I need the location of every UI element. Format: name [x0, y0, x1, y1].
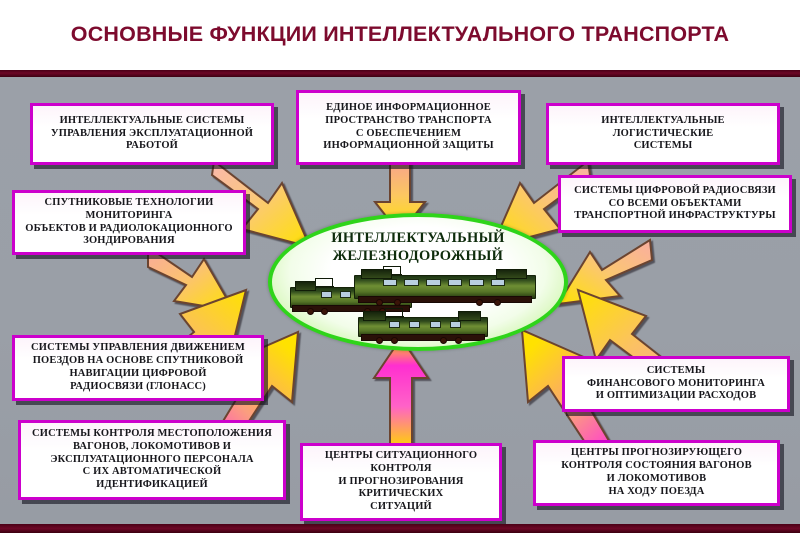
box-line: ПОЕЗДОВ НА ОСНОВЕ СПУТНИКОВОЙ [32, 355, 244, 367]
box-operational-management-systems[interactable]: ИНТЕЛЛЕКТУАЛЬНЫЕ СИСТЕМЫ УПРАВЛЕНИЯ ЭКСП… [30, 103, 274, 165]
box-line: ПРОСТРАНСТВО ТРАНСПОРТА [325, 114, 492, 126]
center-label-line-1: ИНТЕЛЛЕКТУАЛЬНЫЙ [331, 230, 505, 246]
box-unified-information-space[interactable]: ЕДИНОЕ ИНФОРМАЦИОННОЕ ПРОСТРАНСТВО ТРАНС… [296, 90, 521, 165]
box-train-traffic-control-systems[interactable]: СИСТЕМЫ УПРАВЛЕНИЯ ДВИЖЕНИЕМ ПОЕЗДОВ НА … [12, 335, 264, 401]
box-text: СИСТЕМЫ КОНТРОЛЯ МЕСТОПОЛОЖЕНИЯ ВАГОНОВ,… [32, 428, 272, 492]
box-text: ЦЕНТРЫ ПРОГНОЗИРУЮЩЕГО КОНТРОЛЯ СОСТОЯНИ… [561, 447, 752, 498]
box-line: ТРАНСПОРТНОЙ ИНФРАСТРУКТУРЫ [574, 210, 776, 222]
box-line: С ОБЕСПЕЧЕНИЕМ [355, 127, 462, 139]
box-text: СПУТНИКОВЫЕ ТЕХНОЛОГИИ МОНИТОРИНГА ОБЪЕК… [25, 197, 232, 248]
header-band: ОСНОВНЫЕ ФУНКЦИИ ИНТЕЛЛЕКТУАЛЬНОГО ТРАНС… [0, 0, 800, 72]
box-line: УПРАВЛЕНИЯ ЭКСПЛУАТАЦИОННОЙ [50, 127, 254, 139]
box-line: ЛОГИСТИЧЕСКИЕ [612, 127, 714, 139]
bottom-divider [0, 524, 800, 533]
box-line: МОНИТОРИНГА [85, 209, 173, 221]
box-line: РАБОТОЙ [126, 140, 178, 152]
box-digital-radio-communication-systems[interactable]: СИСТЕМЫ ЦИФРОВОЙ РАДИОСВЯЗИ СО ВСЕМИ ОБЪ… [558, 175, 792, 233]
box-line: ВАГОНОВ, ЛОКОМОТИВОВ И [72, 440, 232, 452]
box-line: ИНТЕЛЛЕКТУАЛЬНЫЕ СИСТЕМЫ [59, 114, 245, 126]
box-line: СИСТЕМЫ УПРАВЛЕНИЯ ДВИЖЕНИЕМ [31, 342, 245, 354]
box-line: СИСТЕМЫ [633, 140, 693, 152]
box-line: ЕДИНОЕ ИНФОРМАЦИОННОЕ [326, 101, 491, 113]
box-line: ЭКСПЛУАТАЦИОННОГО ПЕРСОНАЛА [50, 453, 254, 465]
center-label-line-2: ЖЕЛЕЗНОДОРОЖНЫЙ [332, 248, 504, 265]
box-line: И ОПТИМИЗАЦИИ РАСХОДОВ [595, 390, 757, 402]
title-divider [0, 70, 800, 77]
box-line: СИСТЕМЫ ЦИФРОВОЙ РАДИОСВЯЗИ [574, 184, 776, 196]
box-intelligent-logistics-systems[interactable]: ИНТЕЛЛЕКТУАЛЬНЫЕ ЛОГИСТИЧЕСКИЕ СИСТЕМЫ [546, 103, 780, 165]
box-line: И ЛОКОМОТИВОВ [606, 473, 707, 484]
box-line: НА ХОДУ ПОЕЗДА [608, 485, 705, 497]
box-line: ИНФОРМАЦИОННОЙ ЗАЩИТЫ [323, 140, 494, 152]
box-line: ИДЕНТИФИКАЦИЕЙ [96, 479, 208, 491]
locomotive-icon-bottom [358, 309, 488, 344]
page-title: ОСНОВНЫЕ ФУНКЦИИ ИНТЕЛЛЕКТУАЛЬНОГО ТРАНС… [70, 22, 730, 46]
box-satellite-monitoring-technologies[interactable]: СПУТНИКОВЫЕ ТЕХНОЛОГИИ МОНИТОРИНГА ОБЪЕК… [12, 190, 246, 255]
box-text: СИСТЕМЫ УПРАВЛЕНИЯ ДВИЖЕНИЕМ ПОЕЗДОВ НА … [31, 342, 245, 393]
box-location-control-systems[interactable]: СИСТЕМЫ КОНТРОЛЯ МЕСТОПОЛОЖЕНИЯ ВАГОНОВ,… [18, 420, 286, 500]
box-line: ЦЕНТРЫ ПРОГНОЗИРУЮЩЕГО [570, 447, 743, 459]
box-situational-control-centers[interactable]: ЦЕНТРЫ СИТУАЦИОННОГО КОНТРОЛЯ И ПРОГНОЗИ… [300, 443, 502, 521]
box-text: ЦЕНТРЫ СИТУАЦИОННОГО КОНТРОЛЯ И ПРОГНОЗИ… [325, 450, 477, 514]
box-text: СИСТЕМЫ ФИНАНСОВОГО МОНИТОРИНГА И ОПТИМИ… [587, 365, 765, 403]
locomotive-icon-right [354, 267, 536, 307]
box-line: КОНТРОЛЯ СОСТОЯНИЯ ВАГОНОВ [561, 460, 752, 472]
box-line: ФИНАНСОВОГО МОНИТОРИНГА [587, 377, 765, 389]
box-predictive-control-centers[interactable]: ЦЕНТРЫ ПРОГНОЗИРУЮЩЕГО КОНТРОЛЯ СОСТОЯНИ… [533, 440, 780, 506]
box-text: ИНТЕЛЛЕКТУАЛЬНЫЕ СИСТЕМЫ УПРАВЛЕНИЯ ЭКСП… [51, 115, 253, 153]
center-node-label: ИНТЕЛЛЕКТУАЛЬНЫЙ ЖЕЛЕЗНОДОРОЖНЫЙ [272, 229, 564, 266]
box-text: ЕДИНОЕ ИНФОРМАЦИОННОЕ ПРОСТРАНСТВО ТРАНС… [323, 102, 493, 153]
box-line: СИСТЕМЫ [646, 364, 706, 376]
box-line: ЦЕНТРЫ СИТУАЦИОННОГО [324, 450, 478, 461]
box-line: ИНТЕЛЛЕКТУАЛЬНЫЕ [601, 114, 725, 126]
box-line: КРИТИЧЕСКИХ [358, 488, 444, 500]
box-line: СО ВСЕМИ ОБЪЕКТАМИ [608, 197, 742, 209]
box-line: СИТУАЦИЙ [370, 501, 432, 513]
arrow-from-operational-management [210, 155, 332, 255]
box-line: РАДИОСВЯЗИ (ГЛОНАСС) [70, 380, 206, 392]
box-line: КОНТРОЛЯ [370, 462, 432, 474]
box-line: НАВИГАЦИИ ЦИФРОВОЙ [69, 368, 207, 379]
box-line: ЗОНДИРОВАНИЯ [83, 235, 175, 247]
center-node: ИНТЕЛЛЕКТУАЛЬНЫЙ ЖЕЛЕЗНОДОРОЖНЫЙ [268, 213, 568, 351]
box-line: И ПРОГНОЗИРОВАНИЯ [338, 475, 464, 487]
box-line: ОБЪЕКТОВ И РАДИОЛОКАЦИОННОГО [25, 222, 233, 234]
box-financial-monitoring-systems[interactable]: СИСТЕМЫ ФИНАНСОВОГО МОНИТОРИНГА И ОПТИМИ… [562, 356, 790, 412]
box-text: ИНТЕЛЛЕКТУАЛЬНЫЕ ЛОГИСТИЧЕСКИЕ СИСТЕМЫ [601, 115, 724, 153]
box-line: СПУТНИКОВЫЕ ТЕХНОЛОГИИ [44, 196, 214, 208]
arrow-from-situational-centers [372, 336, 432, 449]
box-line: С ИХ АВТОМАТИЧЕСКОЙ [82, 466, 222, 478]
box-line: СИСТЕМЫ КОНТРОЛЯ МЕСТОПОЛОЖЕНИЯ [32, 428, 272, 439]
box-text: СИСТЕМЫ ЦИФРОВОЙ РАДИОСВЯЗИ СО ВСЕМИ ОБЪ… [574, 185, 776, 223]
